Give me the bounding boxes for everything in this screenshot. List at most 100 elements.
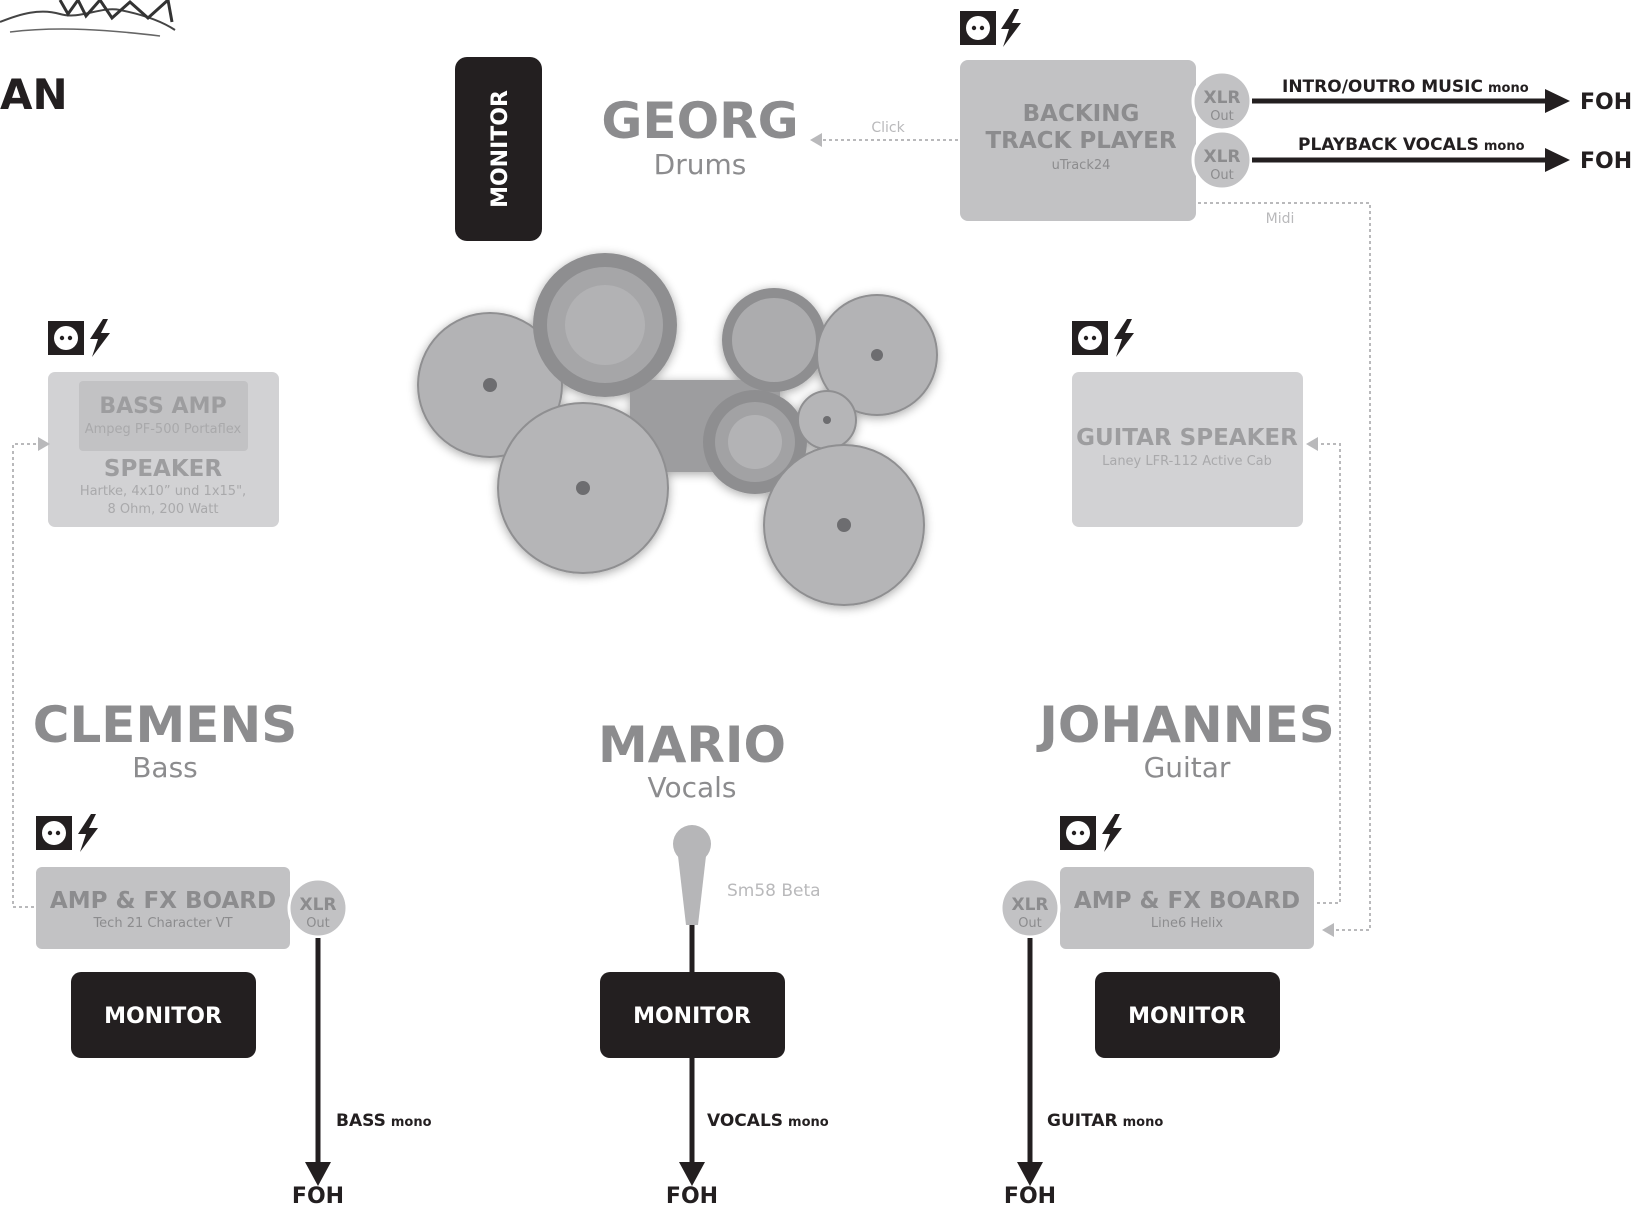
singer-instrument: Vocals [647,771,736,804]
lightning-icon [1001,9,1021,47]
xlr-out-intro: XLR Out [1191,70,1253,132]
guitar-speaker-box [1072,372,1303,527]
bass-fx-title: AMP & FX BOARD [50,888,276,914]
singer-name: MARIO [598,716,786,774]
guitarist-instrument: Guitar [1144,751,1231,784]
guitar-fx-model: Line6 Helix [1151,916,1223,931]
singer-monitor-label: MONITOR [633,1004,751,1029]
cymbal-bell [871,349,883,361]
foh-vocals: FOH [666,1184,718,1205]
backing-title-1: BACKING [1023,101,1140,127]
cymbal-bell [837,518,851,532]
guitarist-name: JOHANNES [1036,696,1335,754]
lightning-icon [78,814,98,852]
socket-pin [971,25,977,31]
xlr-sub: Out [1210,109,1234,124]
microphone-icon [673,825,711,925]
bass-speaker-line2: 8 Ohm, 200 Watt [108,502,219,517]
socket-pin [55,830,61,836]
guitar-fx-to-speaker-line [1317,443,1341,904]
bass-fx-to-amp-arrow [38,437,50,451]
tom-head [732,298,816,382]
guitar-fx-to-speaker-arrow [1306,437,1318,451]
bassist-instrument: Bass [132,751,198,784]
foh-intro: FOH [1580,90,1632,115]
playback-arrow [1545,148,1570,172]
bass-speaker-line1: Hartke, 4x10” und 1x15", [80,484,246,499]
midi-label: Midi [1266,211,1295,227]
bass-amp-title: BASS AMP [99,394,226,419]
xlr-label: XLR [299,895,336,915]
socket-pin [979,25,985,31]
bass-speaker-title: SPEAKER [104,456,222,482]
xlr-sub: Out [1210,168,1234,183]
foh-bass: FOH [292,1184,344,1205]
socket-face [42,821,66,845]
bass-amp-power-icons [48,319,110,357]
click-arrow [810,133,822,147]
guitar-fx-title: AMP & FX BOARD [1074,888,1300,914]
drum-kit-icon [417,253,938,606]
intro-arrow [1545,89,1570,113]
foh-guitar: FOH [1004,1184,1056,1205]
click-label: Click [871,120,905,136]
bass-monitor: MONITOR [71,972,256,1058]
socket-face [1078,326,1102,350]
drummer-instrument: Drums [654,148,747,181]
bass-fx-model: Tech 21 Character VT [92,916,232,931]
vocals-output-arrow [679,1162,705,1186]
guitar-speaker-model: Laney LFR-112 Active Cab [1102,454,1272,469]
midi-line [1198,202,1371,931]
bassist-name: CLEMENS [33,696,297,754]
cymbal-bell [576,481,590,495]
foh-playback: FOH [1580,149,1632,174]
socket-pin [1079,830,1085,836]
socket-pin [67,335,73,341]
lightning-icon [90,319,110,357]
guitar-board-power-icons [1060,814,1122,852]
cymbal-bell [823,416,831,424]
bass-amp-model: Ampeg PF-500 Portaflex [85,422,242,437]
socket-face [54,326,78,350]
bass-board-power-icons [36,814,98,852]
bass-monitor-label: MONITOR [104,1004,222,1029]
cymbal-bell [483,378,497,392]
midi-arrow [1322,923,1334,937]
lightning-icon [1102,814,1122,852]
socket-face [966,16,990,40]
drum-monitor-label: MONITOR [488,90,513,208]
bass-fx-board [36,867,290,949]
xlr-sub: Out [306,916,330,931]
snare-center [728,415,782,469]
guitar-output-arrow [1017,1162,1043,1186]
guitar-fx-board [1060,867,1314,949]
lightning-icon [1114,319,1134,357]
socket-face [1066,821,1090,845]
socket-pin [1083,335,1089,341]
singer-monitor: MONITOR [600,972,785,1058]
drummer-name: GEORG [601,92,798,150]
mic-model: Sm58 Beta [727,881,821,901]
guitar-speaker-power-icons [1072,319,1134,357]
backing-model: uTrack24 [1052,158,1111,173]
socket-pin [1091,335,1097,341]
guitar-speaker-title: GUITAR SPEAKER [1076,425,1298,451]
guitar-monitor-label: MONITOR [1128,1004,1246,1029]
guitar-xlr-out: XLR Out [999,877,1061,939]
xlr-out-playback: XLR Out [1191,129,1253,191]
socket-pin [59,335,65,341]
socket-pin [1071,830,1077,836]
xlr-sub: Out [1018,916,1042,931]
backing-title-2: TRACK PLAYER [985,128,1176,154]
title-fragment: AN [0,70,68,119]
guitar-monitor: MONITOR [1095,972,1280,1058]
socket-pin [47,830,53,836]
tom-center [565,285,645,365]
xlr-label: XLR [1203,88,1240,108]
